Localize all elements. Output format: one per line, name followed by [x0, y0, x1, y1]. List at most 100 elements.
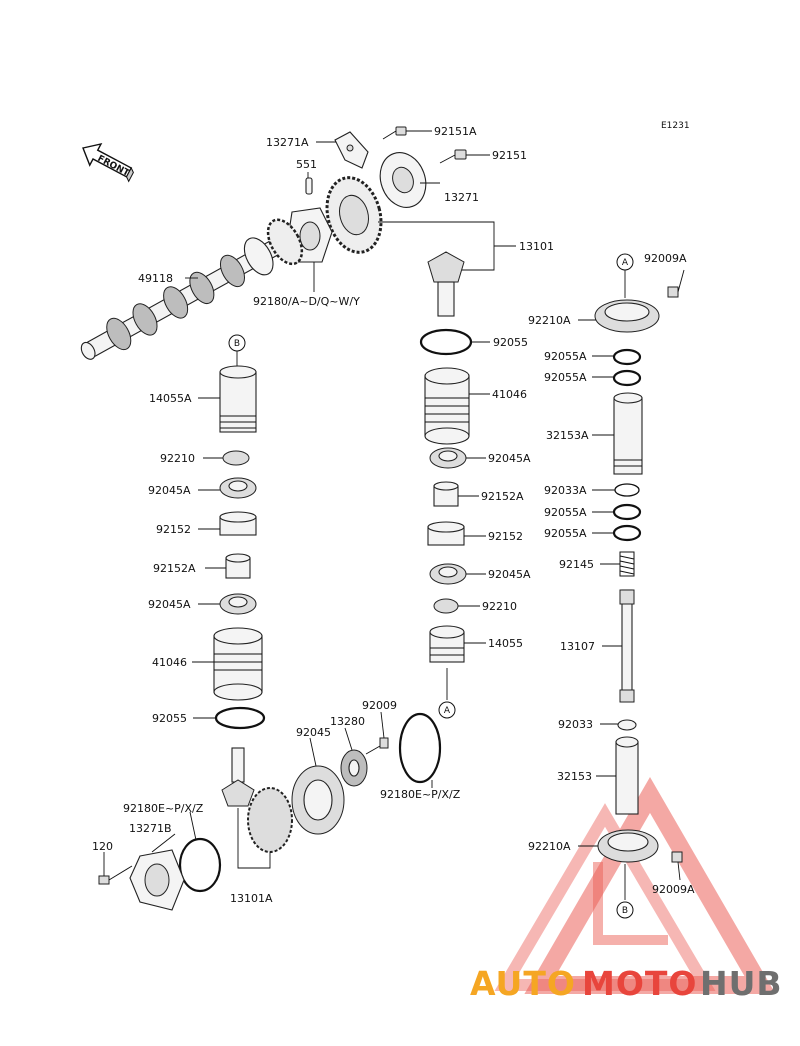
cam-sprocket-group [287, 126, 467, 263]
shaft-13107 [621, 589, 633, 699]
middle-column-parts [419, 251, 473, 700]
label-92033a: 92033A [544, 484, 587, 497]
leader-lines-middle [458, 341, 490, 644]
label-14055a: 14055A [149, 392, 192, 405]
label-13107: 13107 [560, 640, 595, 653]
tube-32153a [613, 397, 643, 475]
ref-circle-b-bottom: B [616, 901, 634, 919]
watermark-part-auto: AUTO [470, 964, 576, 1003]
bolt-92151a [382, 126, 407, 140]
left-column-parts [98, 365, 293, 911]
leader-lines-right [578, 269, 685, 881]
label-13271: 13271 [444, 191, 479, 204]
ref-circle-a-top: A [616, 253, 634, 271]
label-49118: 49118 [138, 272, 173, 285]
cam-gear-13101 [325, 176, 383, 254]
circlip-92033a [614, 483, 640, 497]
bevel-gear-13101 [427, 251, 465, 283]
svg-text:A: A [622, 258, 629, 268]
label-92180e-left: 92180E~P/X/Z [123, 802, 204, 815]
label-92033: 92033 [558, 718, 593, 731]
right-column-parts [594, 286, 683, 863]
label-92180e-right: 92180E~P/X/Z [380, 788, 461, 801]
label-92045a-mid1: 92045A [488, 452, 531, 465]
gasket-92180e-right [398, 712, 442, 784]
label-92045a-mid2: 92045A [488, 568, 531, 581]
bolt-92151 [439, 149, 467, 164]
watermark-part-hub: HUB [700, 964, 783, 1003]
label-14055-mid: 14055 [488, 637, 523, 650]
circlip-92033 [617, 719, 637, 731]
label-41046-mid: 41046 [492, 388, 527, 401]
label-92009a-top: 92009A [644, 252, 687, 265]
lower-center-parts [291, 712, 442, 835]
svg-text:A: A [444, 706, 451, 716]
label-92045a-left1: 92045A [148, 484, 191, 497]
label-92180-ad: 92180/A~D/Q~W/Y [253, 295, 360, 308]
label-13101: 13101 [519, 240, 554, 253]
label-32153: 32153 [557, 770, 592, 783]
label-92055-left: 92055 [152, 712, 187, 725]
leader-lines-top [185, 130, 516, 292]
label-92055a-3: 92055A [544, 506, 587, 519]
front-arrow-icon: FRONT [82, 142, 134, 183]
label-13271a: 13271A [266, 136, 309, 149]
label-120: 120 [92, 840, 113, 853]
o-ring-92055a-4 [612, 524, 642, 542]
bevel-gear-13101a [247, 787, 293, 853]
label-92152a-mid: 92152A [481, 490, 524, 503]
label-92055a-1: 92055A [544, 350, 587, 363]
label-32153a: 32153A [546, 429, 589, 442]
watermark-text: AUTO MOTO HUB [470, 964, 783, 1003]
label-551: 551 [296, 158, 317, 171]
svg-text:B: B [622, 906, 628, 916]
label-92152-left: 92152 [156, 523, 191, 536]
label-13271b: 13271B [129, 822, 172, 835]
diagram-code: E1231 [661, 121, 690, 131]
label-92055a-4: 92055A [544, 527, 587, 540]
o-ring-92055a-1 [612, 348, 642, 366]
label-92045a-left2: 92045A [148, 598, 191, 611]
leader-lines-left [103, 397, 271, 876]
o-ring-92055-mid [419, 328, 473, 356]
holder-14055a [219, 371, 257, 433]
label-92210-left: 92210 [160, 452, 195, 465]
watermark-part-moto: MOTO [582, 964, 697, 1003]
o-ring-92055-left [214, 706, 266, 730]
label-92145: 92145 [559, 558, 594, 571]
plate-hole [346, 144, 354, 152]
gear-shaft [437, 281, 455, 317]
bevel-gear-small [221, 779, 255, 807]
ref-circle-a-mid: A [438, 701, 456, 719]
housing-41046-mid [424, 367, 470, 445]
nut-92210-left [222, 450, 250, 466]
bolt-92009 [379, 737, 389, 749]
nut-92009a-top [667, 286, 679, 298]
label-92045: 92045 [296, 726, 331, 739]
nut-92009a-bottom [671, 851, 683, 863]
label-13101a: 13101A [230, 892, 273, 905]
label-13280: 13280 [330, 715, 365, 728]
o-ring-92055a-3 [612, 503, 642, 521]
bolt-120 [98, 875, 110, 885]
pin-551 [305, 177, 313, 195]
label-92055a-2: 92055A [544, 371, 587, 384]
bevel-shaft [231, 747, 245, 783]
camshaft-49118 [80, 218, 304, 360]
tube-32153 [615, 741, 639, 815]
watermark-logo-mark [494, 777, 776, 994]
label-92210a-top: 92210A [528, 314, 571, 327]
front-marker-label: FRONT [96, 154, 132, 179]
label-92210-mid: 92210 [482, 600, 517, 613]
svg-text:B: B [234, 339, 240, 349]
leader-lines-lower [309, 711, 433, 788]
label-92210a-bottom: 92210A [528, 840, 571, 853]
label-92152-mid: 92152 [488, 530, 523, 543]
label-92151a: 92151A [434, 125, 477, 138]
label-41046-left: 41046 [152, 656, 187, 669]
label-92152a-left: 92152A [153, 562, 196, 575]
label-92151: 92151 [492, 149, 527, 162]
label-92009: 92009 [362, 699, 397, 712]
